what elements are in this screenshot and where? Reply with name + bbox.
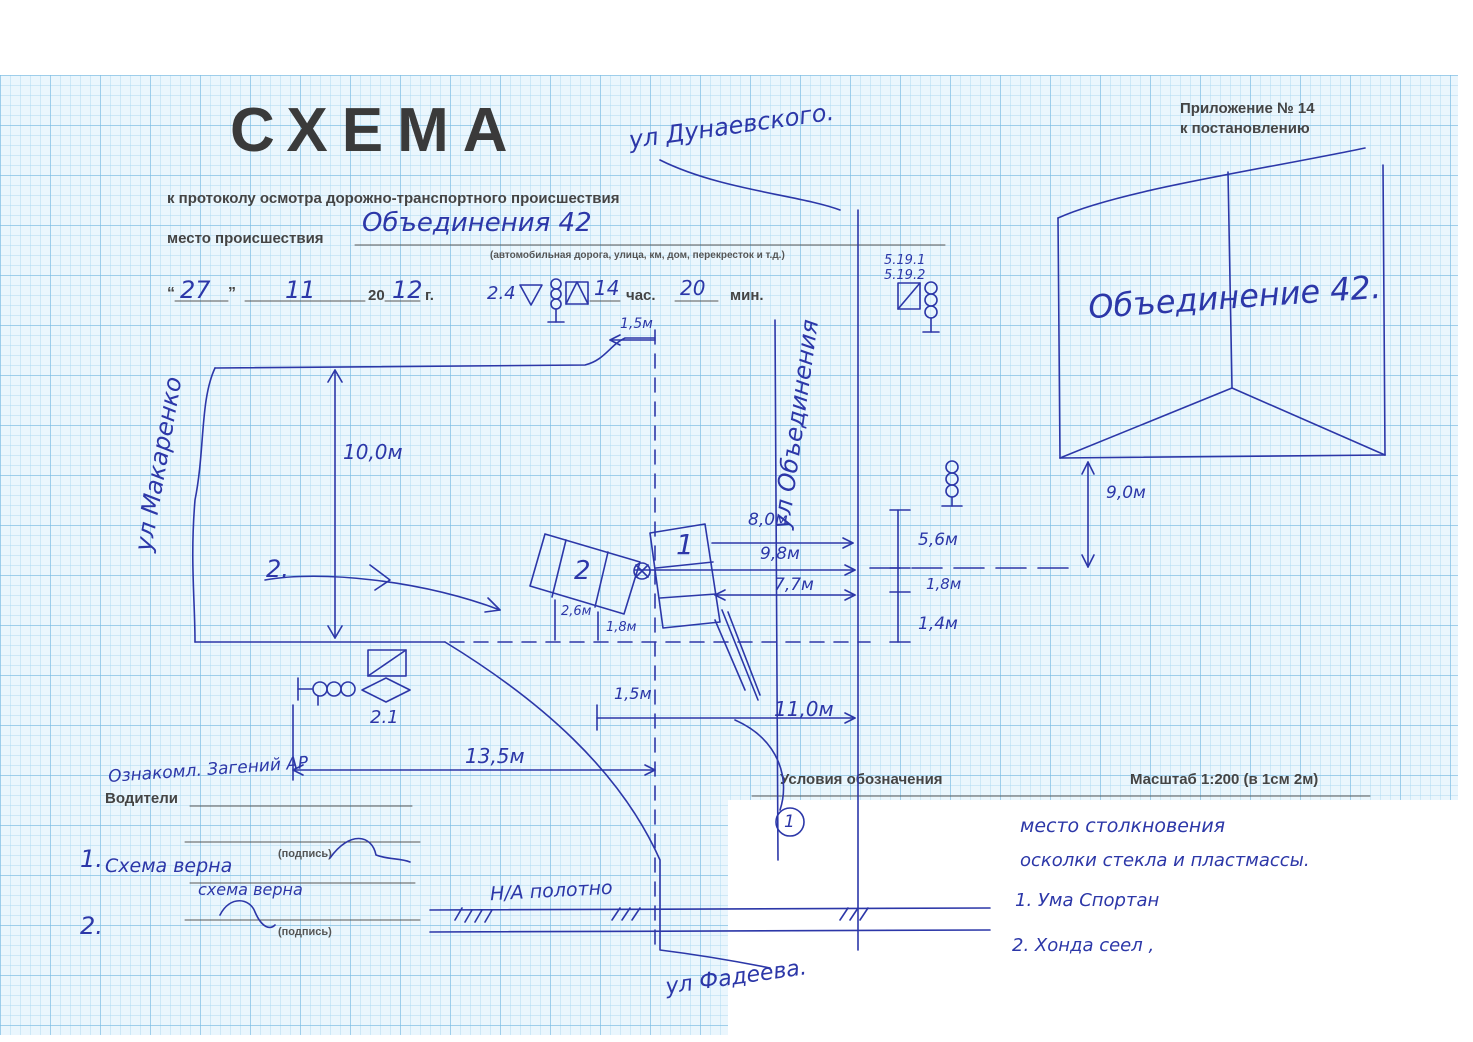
form-underlines [174, 244, 1371, 921]
south-road-curve [444, 641, 771, 969]
lane-marker-2: 2. [266, 555, 289, 583]
legend-item-debris: осколки стекла и пластмассы. [1020, 850, 1310, 871]
measure-8: 8,0м [748, 510, 788, 530]
scale-label: Масштаб 1:200 (в 1см 2м) [1130, 771, 1319, 788]
page-title: СХЕМА [230, 96, 522, 165]
west-road-left-edge [191, 367, 216, 643]
west-road-top-edge [214, 337, 656, 369]
sign-2-1-icon [297, 649, 411, 706]
legend-item-collision: место столкновения [1020, 815, 1226, 837]
legend-item-vehicle-2: 2. Хонда сеел , [1012, 935, 1155, 956]
vehicle-2-label: 2 [574, 556, 591, 586]
signature-hint-1: (подпись) [278, 848, 332, 860]
hour-unit: час. [626, 287, 656, 304]
building-outline [1057, 147, 1386, 459]
debris-marks [714, 609, 761, 701]
place-value: Объединения 42 [362, 208, 592, 238]
vehicle-1-outline [649, 523, 721, 629]
measure-1-8-left: 1,8м [606, 620, 637, 635]
measure-9-8: 9,8м [760, 544, 800, 564]
measure-2-6: 2,6м [561, 604, 592, 619]
sign-5-19-icon [897, 281, 940, 333]
north-road-edge [659, 159, 841, 211]
date-open-quote: “ [167, 285, 175, 302]
measure-1-5-bottom: 1,5м [614, 684, 652, 703]
sign-5-19-2-label: 5.19.2 [884, 268, 926, 283]
vehicle-1-label: 1 [676, 528, 694, 561]
year-prefix: 20 [368, 287, 385, 304]
callout-number: 1 [784, 812, 795, 832]
sign-2-4-icon [519, 278, 589, 323]
appendix-line-1: Приложение № 14 [1180, 100, 1315, 117]
measure-1-4: 1,4м [918, 614, 958, 634]
driver-2-number: 2. [80, 912, 103, 940]
place-label: место происшествия [167, 230, 324, 247]
sign-5-19-1-label: 5.19.1 [884, 253, 926, 268]
measure-7-7: 7,7м [774, 575, 814, 595]
vehicle-2-path-arrow [264, 575, 501, 611]
measure-1-8-right: 1,8м [926, 575, 962, 593]
date-day: 27 [180, 276, 211, 304]
legend-item-vehicle-1: 1. Ума Спортан [1015, 890, 1160, 911]
legend-white-area [728, 800, 1458, 1035]
bottom-road-line-2 [429, 929, 991, 933]
center-road-mid-line [774, 319, 779, 861]
place-hint: (автомобильная дорога, улица, км, дом, п… [490, 250, 785, 261]
driver-1-confirmation: Схема верна [105, 855, 233, 877]
signature-hint-2: (подпись) [278, 926, 332, 938]
measure-9: 9,0м [1106, 483, 1146, 503]
minute-value: 20 [680, 276, 706, 300]
date-close-quote: ” [228, 285, 236, 302]
bottom-road-line-1 [429, 907, 991, 911]
minute-unit: мин. [730, 287, 764, 304]
measure-5-6: 5,6м [918, 530, 958, 550]
measure-10: 10,0м [343, 440, 403, 464]
traffic-light-icon [941, 460, 963, 507]
vehicle-2-outline [529, 533, 641, 615]
appendix-line-2: к постановлению [1180, 120, 1310, 137]
driver-1-number: 1. [80, 845, 103, 873]
sign-2-1-label: 2.1 [370, 707, 399, 728]
subtitle: к протоколу осмотра дорожно-транспортног… [167, 190, 620, 207]
measure-11: 11,0м [774, 697, 834, 721]
measure-1-5-top: 1,5м [620, 316, 653, 332]
sign-2-4-label: 2.4 [487, 283, 516, 304]
date-month: 11 [285, 276, 316, 304]
measure-13-5: 13,5м [465, 744, 525, 768]
drivers-label: Водители [105, 790, 178, 807]
collision-point-icon [633, 562, 651, 580]
year-unit: г. [425, 287, 434, 304]
graph-paper-sheet [0, 75, 1458, 1035]
year-suffix: 12 [392, 276, 423, 304]
legend-title: Условия обозначения [780, 771, 943, 788]
driver-2-confirmation: схема верна [198, 880, 303, 899]
hour-value: 14 [594, 276, 620, 300]
